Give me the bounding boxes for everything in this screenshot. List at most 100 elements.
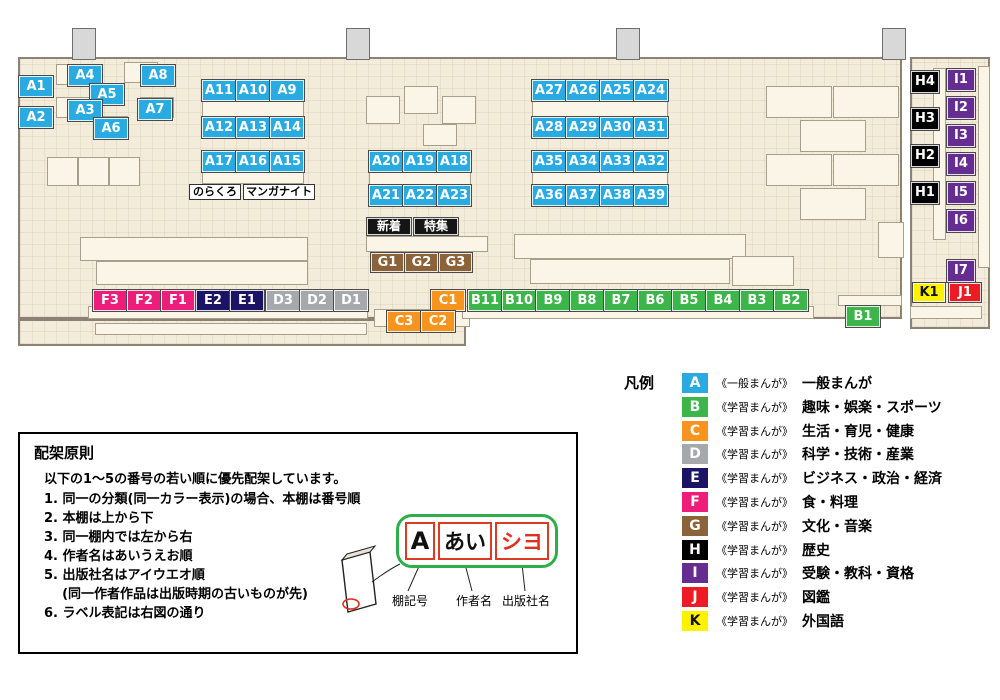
legend-category-label: 科学・技術・産業 <box>802 447 914 464</box>
legend-item-d: D《学習まんが》科学・技術・産業 <box>682 443 914 465</box>
principles-box: 配架原則 以下の1〜5の番号の若い順に優先配架しています。 1. 同一の分類(同… <box>18 432 578 654</box>
legend-color-chip: B <box>682 396 708 417</box>
shelf-block <box>833 86 899 118</box>
shelf-tag-a26: A26 <box>566 80 600 101</box>
pillar <box>882 28 906 60</box>
shelf-tag-i2: I2 <box>947 97 975 119</box>
shelf-tag-b7: B7 <box>604 290 638 311</box>
shelf-block <box>96 261 308 285</box>
legend-color-chip: H <box>682 539 708 560</box>
shelf-tag-g2: G2 <box>405 253 438 272</box>
shelf-tag-d1: D1 <box>334 290 368 311</box>
spine-label-cell-0: A <box>405 522 435 560</box>
shelf-tag-a18: A18 <box>437 151 471 172</box>
principles-intro: 以下の1〜5の番号の若い順に優先配架しています。 <box>44 472 347 487</box>
shelf-tag-i7: I7 <box>947 260 975 282</box>
shelf-tag-h4: H4 <box>911 71 939 93</box>
shelf-tag-a9: A9 <box>270 80 304 101</box>
principles-item: 1. 同一の分類(同一カラー表示)の場合、本棚は番号順 <box>44 492 361 507</box>
principles-item: 6. ラベル表記は右図の通り <box>44 606 206 621</box>
legend-category-label: 文化・音楽 <box>802 518 872 535</box>
legend-category-label: 外国語 <box>802 614 844 630</box>
pillar <box>72 28 96 60</box>
shelf-tag-a27: A27 <box>532 80 566 101</box>
shelf-tag-k1: K1 <box>913 283 945 302</box>
shelf-block <box>404 86 438 114</box>
legend-category-label: ビジネス・政治・経済 <box>802 471 942 488</box>
legend-color-chip: C <box>682 420 708 441</box>
shelf-tag-a38: A38 <box>600 185 634 206</box>
principles-item: 5. 出版社名はアイウエオ順 <box>44 568 205 583</box>
principles-item: 4. 作者名はあいうえお順 <box>44 549 193 564</box>
shelf-tag-a1: A1 <box>19 76 53 97</box>
legend-series-label: 《学習まんが》 <box>716 424 793 438</box>
shelf-tag-a3: A3 <box>68 100 102 121</box>
principles-item: 3. 同一棚内では左から右 <box>44 530 193 545</box>
legend-item-i: I《学習まんが》受験・教科・資格 <box>682 562 914 584</box>
shelf-tag-a29: A29 <box>566 117 600 138</box>
shelf-tag-b11: B11 <box>468 290 502 311</box>
legend-series-label: 《一般まんが》 <box>716 377 793 390</box>
legend-color-chip: E <box>682 468 708 489</box>
shelf-tag-g1: G1 <box>371 253 404 272</box>
shelf-tag-g3: G3 <box>439 253 472 272</box>
shelf-block <box>833 154 899 186</box>
shelf-block <box>766 154 832 186</box>
label-annotation-lines <box>340 545 526 613</box>
legend-category-label: 図鑑 <box>802 590 830 607</box>
shelf-tag-a13: A13 <box>236 117 270 138</box>
legend-color-chip: I <box>682 563 708 584</box>
shelf-tag-a34: A34 <box>566 151 600 172</box>
shelf-block <box>366 96 400 124</box>
legend-category-label: 食・料理 <box>802 495 858 511</box>
shelf-tag-i5: I5 <box>947 182 975 204</box>
shelf-block <box>442 96 476 124</box>
shelf-tag-a32: A32 <box>634 151 668 172</box>
legend-color-chip: G <box>682 515 708 536</box>
shelf-tag-a30: A30 <box>600 117 634 138</box>
legend-series-label: 《学習まんが》 <box>716 543 793 557</box>
shelf-tag-a33: A33 <box>600 151 634 172</box>
shelf-tag-a31: A31 <box>634 117 668 138</box>
legend-item-b: B《学習まんが》趣味・娯楽・スポーツ <box>682 396 942 418</box>
legend-category-label: 歴史 <box>802 542 830 559</box>
floor-label-特集: 特集 <box>414 218 458 235</box>
legend-item-k: K《学習まんが》外国語 <box>682 610 844 632</box>
shelf-block <box>532 172 668 185</box>
shelf-tag-a11: A11 <box>202 80 236 101</box>
shelf-tag-a22: A22 <box>403 185 437 206</box>
legend-category-label: 趣味・娯楽・スポーツ <box>802 399 942 416</box>
shelf-tag-h3: H3 <box>911 108 939 130</box>
shelf-block <box>878 222 904 258</box>
shelf-block <box>423 124 457 146</box>
legend-item-h: H 《学習まんが》歴史 <box>682 539 830 561</box>
label-annotation-0: 棚記号 <box>392 594 429 608</box>
shelf-tag-a12: A12 <box>202 117 236 138</box>
shelf-tag-b10: B10 <box>502 290 536 311</box>
shelf-tag-b2: B2 <box>774 290 808 311</box>
legend-item-e: E《学習まんが》ビジネス・政治・経済 <box>682 467 942 489</box>
shelf-tag-a10: A10 <box>236 80 270 101</box>
shelf-tag-b9: B9 <box>536 290 570 311</box>
floor-label-のらくろ: のらくろ <box>189 184 241 200</box>
legend-category-label: 一般まんが <box>802 376 872 392</box>
shelf-tag-c2: C2 <box>421 311 455 332</box>
shelf-block <box>47 157 78 186</box>
shelf-block <box>109 157 140 186</box>
shelf-block <box>800 120 866 152</box>
shelf-tag-a4: A4 <box>68 65 102 86</box>
legend-series-label: 《学習まんが》 <box>716 591 793 605</box>
shelf-block <box>800 188 866 220</box>
legend-color-chip: A <box>682 373 708 393</box>
legend-series-label: 《学習まんが》 <box>716 519 793 533</box>
shelf-tag-c1: C1 <box>431 290 465 311</box>
shelf-block <box>78 157 109 186</box>
shelf-tag-i4: I4 <box>947 153 975 175</box>
legend-item-f: F《学習まんが》食・料理 <box>682 491 858 513</box>
shelf-tag-a14: A14 <box>270 117 304 138</box>
legend-category-label: 受験・教科・資格 <box>802 566 914 583</box>
shelf-tag-i6: I6 <box>947 210 975 232</box>
shelf-tag-c3: C3 <box>387 311 421 332</box>
